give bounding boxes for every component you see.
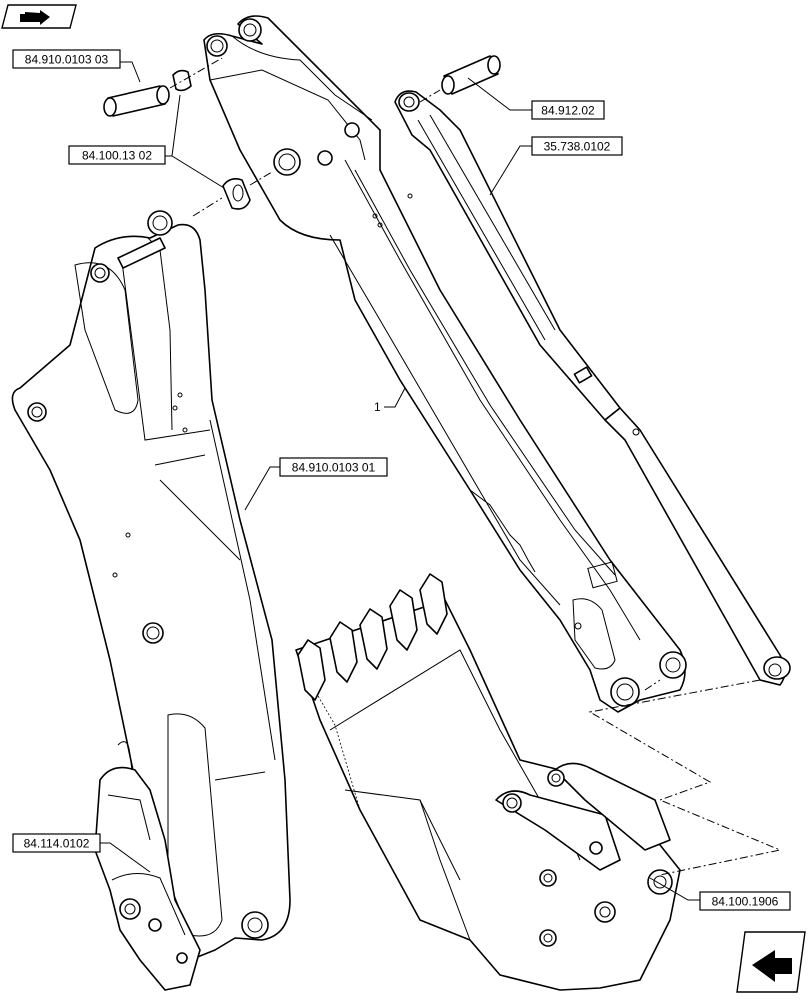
callout-bushing[interactable]: 84.100.13 02 — [68, 145, 166, 165]
previous-page-arrow-icon[interactable] — [736, 931, 806, 993]
centerline-bucket-link — [588, 679, 782, 876]
callout-pin-upper[interactable]: 84.910.0103 03 — [12, 49, 121, 69]
callout-dipper-ref[interactable]: 1 — [374, 400, 381, 414]
callout-dipper-ref-label: 1 — [374, 400, 381, 414]
callout-pin-boom[interactable]: 84.910.0103 01 — [279, 457, 388, 477]
bushing — [222, 178, 251, 210]
upper-pin — [103, 69, 192, 117]
boom — [11, 210, 291, 959]
linkage — [94, 741, 201, 991]
callout-pin-boom-label: 84.910.0103 01 — [292, 461, 376, 475]
callout-bushing-label: 84.100.13 02 — [82, 149, 152, 163]
centerline-bucket-dipper — [644, 679, 661, 691]
callout-pin-cylinder-rod-label: 84.912.02 — [541, 104, 595, 118]
callout-cylinder[interactable]: 35.738.0102 — [531, 136, 623, 156]
callout-linkage-label: 84.114.0102 — [24, 837, 90, 851]
callout-bucket[interactable]: 84.100.1906 — [699, 891, 791, 911]
centerline-rod-pin — [419, 89, 441, 103]
callout-pin-cylinder-rod[interactable]: 84.912.02 — [531, 100, 605, 120]
callout-cylinder-label: 35.738.0102 — [544, 140, 611, 154]
hydraulic-cylinder — [394, 55, 791, 686]
next-page-arrow-icon[interactable] — [1, 4, 77, 29]
dipper-arm — [203, 15, 687, 713]
centerline-upper-pin — [169, 57, 223, 89]
callout-bucket-label: 84.100.1906 — [712, 895, 779, 909]
centerline-bushing-dipper — [249, 171, 273, 186]
callout-pin-upper-label: 84.910.0103 03 — [25, 53, 109, 67]
callout-linkage[interactable]: 84.114.0102 — [12, 833, 101, 853]
bucket — [295, 573, 681, 991]
centerline-bushing — [192, 197, 223, 217]
